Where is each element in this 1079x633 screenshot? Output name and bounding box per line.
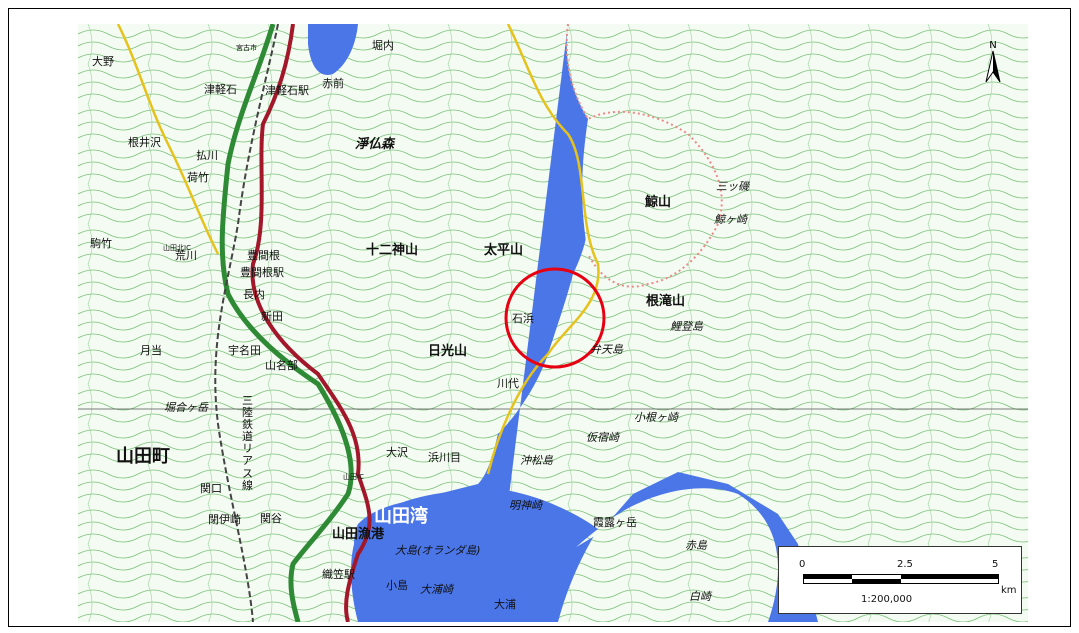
place-label-taiheiyama: 太平山 bbox=[484, 243, 524, 258]
place-label-shinden: 新田 bbox=[261, 310, 283, 323]
place-label-ishihama: 石浜 bbox=[512, 312, 534, 325]
place-label-oura: 大浦 bbox=[494, 598, 516, 611]
place-label-oshima: 大島(オランダ島) bbox=[395, 544, 481, 557]
place-label-akashima: 赤島 bbox=[685, 539, 707, 552]
place-label-sekiya: 関谷 bbox=[260, 512, 282, 525]
topographic-map bbox=[78, 24, 1028, 622]
place-label-hamakawame: 浜川目 bbox=[428, 451, 461, 464]
north-label: N bbox=[989, 40, 996, 51]
place-label-unada: 宇名田 bbox=[228, 344, 261, 357]
place-label-jobutsumori: 淨仏森 bbox=[355, 137, 395, 152]
town-label: 山田町 bbox=[116, 446, 170, 467]
place-label-orikasa-station: 織笠駅 bbox=[322, 568, 355, 581]
railway bbox=[214, 24, 279, 622]
place-label-haraikawa: 払川 bbox=[196, 149, 218, 162]
scale-ratio: 1:200,000 bbox=[861, 594, 913, 605]
place-label-horiuchi: 堀内 bbox=[372, 39, 394, 52]
place-label-junishinyama: 十二神山 bbox=[366, 243, 419, 258]
north-arrow-icon: N bbox=[985, 40, 1001, 83]
place-label-komatake: 駒竹 bbox=[90, 237, 112, 250]
place-label-myojinzaki: 明神崎 bbox=[509, 499, 542, 512]
miyako-bay bbox=[308, 24, 358, 75]
place-label-koneganezaki: 小根ヶ崎 bbox=[634, 411, 678, 424]
place-label-yamanabe: 山名部 bbox=[265, 359, 298, 372]
place-label-nedakiyama: 根滝山 bbox=[646, 294, 686, 309]
place-label-okimatsushima: 沖松島 bbox=[520, 454, 553, 467]
scale-tick-0: 0 bbox=[799, 559, 806, 570]
place-label-kujiragasaki: 鯨ヶ崎 bbox=[714, 213, 747, 226]
place-label-kujirayama: 鯨山 bbox=[645, 195, 672, 210]
scale-tick-5: 5 bbox=[992, 559, 999, 570]
scale-tick-2-5: 2.5 bbox=[897, 559, 913, 570]
south-peninsula bbox=[558, 488, 778, 622]
place-label-tsugaruishi-station: 津軽石駅 bbox=[265, 84, 309, 97]
place-label-horiaigatake: 堀合ヶ岳 bbox=[164, 401, 208, 414]
national-route-45 bbox=[250, 24, 372, 622]
place-label-kojima: 小島 bbox=[386, 579, 408, 592]
coastline bbox=[565, 24, 723, 288]
scale-bar: 0 2.5 5 km 1:200,000 bbox=[778, 546, 1022, 614]
place-label-tsugaruishi: 津軽石 bbox=[204, 83, 237, 96]
east-peninsula bbox=[582, 111, 722, 287]
place-label-toyomane-station: 豊間根駅 bbox=[240, 266, 284, 279]
place-label-mitsuiso: 三ッ磯 bbox=[716, 180, 749, 193]
place-label-ono: 大野 bbox=[92, 55, 114, 68]
place-label-nikkosan: 日光山 bbox=[428, 344, 468, 359]
place-label-ourazaki: 大浦崎 bbox=[420, 583, 453, 596]
place-label-tsukiate: 月当 bbox=[140, 344, 162, 357]
place-label-yamada-ic: 山田IC bbox=[343, 473, 364, 481]
place-label-shirasaki: 白崎 bbox=[689, 590, 711, 603]
place-label-kawashiro: 川代 bbox=[497, 377, 519, 390]
place-label-sanriku-railway: 三陸鉄道リアス線 bbox=[242, 394, 253, 492]
place-label-nidake: 荷竹 bbox=[187, 171, 209, 184]
place-label-osawa: 大沢 bbox=[386, 446, 408, 459]
place-label-sekiguchi: 関口 bbox=[200, 482, 222, 495]
place-label-toyomane: 豊間根 bbox=[247, 249, 280, 262]
sanriku-expressway bbox=[219, 24, 354, 622]
place-label-akamae: 赤前 bbox=[322, 77, 344, 90]
place-label-miyako-city: 宮古市 bbox=[236, 44, 257, 52]
scale-bar-track bbox=[803, 574, 999, 584]
scale-unit: km bbox=[1001, 585, 1017, 596]
place-label-karishukuzaki: 仮宿崎 bbox=[586, 431, 619, 444]
place-label-bentenjima: 弁天島 bbox=[590, 343, 623, 356]
highlight-circle bbox=[504, 267, 606, 369]
place-label-neisawa: 根井沢 bbox=[128, 136, 161, 149]
place-label-yamada-bay: 山田湾 bbox=[374, 506, 428, 527]
place-label-kotoshima: 鯉登島 bbox=[670, 320, 703, 333]
place-label-yamada-kita-ic: 山田北IC bbox=[163, 244, 191, 252]
prefectural-road bbox=[116, 24, 600, 475]
place-label-heizaki: 閉伊崎 bbox=[208, 513, 241, 526]
place-label-osanai: 長内 bbox=[243, 288, 265, 301]
place-label-yamada-port: 山田漁港 bbox=[332, 527, 385, 542]
yamada-bay bbox=[351, 489, 598, 622]
place-label-arakawa: 荒川 bbox=[175, 249, 197, 262]
place-label-kasumigatake: 霞露ヶ岳 bbox=[593, 516, 637, 529]
